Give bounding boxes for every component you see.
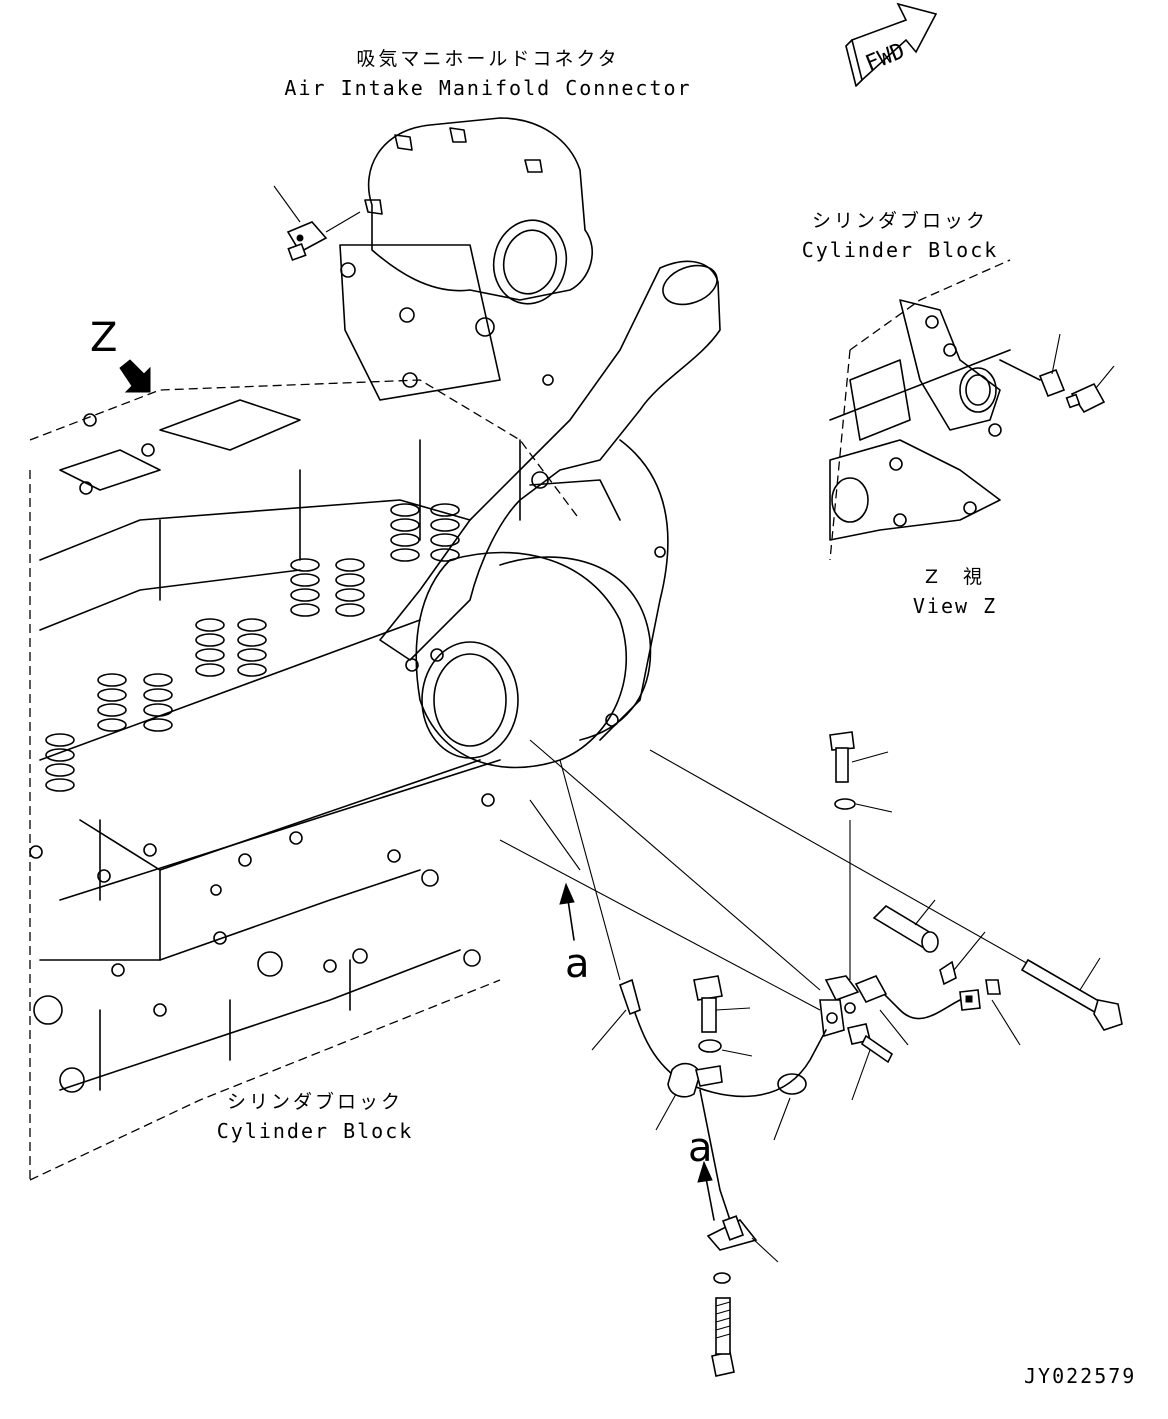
up-arrow-icon bbox=[559, 882, 575, 941]
view-z-marker: Z bbox=[90, 315, 118, 361]
arrow-a-label-upper: a bbox=[565, 941, 590, 987]
cylinder-block-label-jp-bottom: シリンダブロック bbox=[226, 1091, 404, 1113]
cylinder-head bbox=[29, 379, 581, 1181]
intake-connector-label-en: Air Intake Manifold Connector bbox=[284, 76, 692, 100]
turbocharger bbox=[379, 260, 721, 807]
view-z-label-jp: Z 視 bbox=[924, 566, 986, 588]
up-arrow-icon bbox=[697, 1160, 715, 1221]
sensor-harness-exploded bbox=[499, 731, 1123, 1377]
view-direction-arrow-icon bbox=[119, 359, 151, 393]
intake-manifold-connector bbox=[339, 117, 594, 401]
view-z-inset bbox=[829, 259, 1115, 561]
intake-pressure-sensor bbox=[273, 185, 361, 262]
cylinder-block-label-en-bottom: Cylinder Block bbox=[216, 1119, 414, 1143]
drawing-number: JY022579 bbox=[1024, 1364, 1137, 1388]
cylinder-block-label-en-top: Cylinder Block bbox=[801, 238, 999, 262]
intake-connector-label-jp: 吸気マニホールドコネクタ bbox=[356, 48, 620, 70]
valve-springs bbox=[45, 503, 460, 792]
view-z-label-en: View Z bbox=[912, 594, 998, 618]
fwd-arrow-icon: FWD bbox=[845, 2, 938, 87]
arrow-a-label-lower: a bbox=[688, 1125, 713, 1171]
cylinder-block-label-jp-top: シリンダブロック bbox=[811, 210, 989, 232]
